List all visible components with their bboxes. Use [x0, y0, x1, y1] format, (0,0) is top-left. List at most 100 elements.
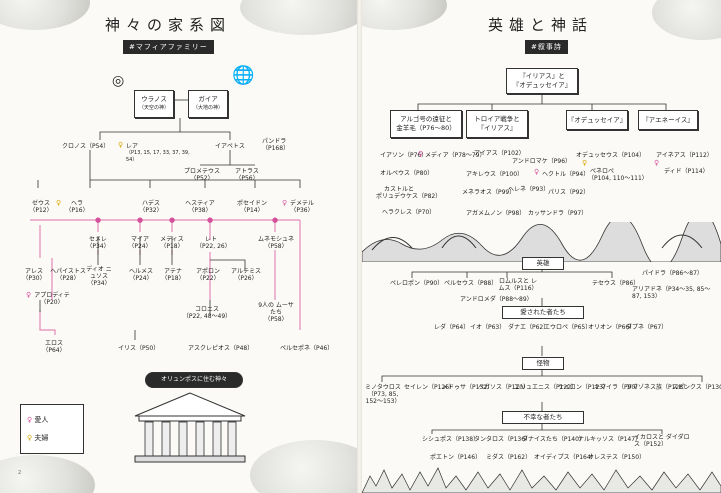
loved-item: エウロペ（P65） [544, 324, 592, 331]
troy-item: ヘレネ（P93） [508, 186, 550, 193]
gaia-box: ガイア （大地の神） [188, 90, 228, 118]
argo-item: ヘラクレス（P70） [382, 209, 436, 216]
semele-name: セメレ [89, 236, 107, 243]
coronis-page: （P22, 48〜49） [182, 313, 232, 320]
hashtag-label: #叙事詩 [525, 40, 568, 54]
section-loved: 愛された者たち [502, 306, 584, 319]
epic-top-line2: 『オデュッセイア』 [512, 81, 572, 89]
hephaestus-page: （P28） [56, 275, 80, 282]
dionysus-page: （P34） [87, 280, 111, 287]
argo-item: イアソン（P76） [380, 152, 428, 159]
pandora-name: パンドラ [262, 138, 287, 145]
loved-item: ダナエ（P62） [508, 324, 550, 331]
hermes-name: ヘルメス [128, 268, 153, 275]
odyssey-item: オデュッセウス（P104） [576, 152, 646, 159]
muses-page: （P58） [264, 316, 288, 323]
hephaestus-label: ヘパイストス（P28） [48, 268, 88, 282]
eros-name: エロス [44, 340, 63, 347]
apollo-page: （P22） [196, 275, 220, 282]
aphrodite-label: アプロディテ（P20） [32, 292, 72, 306]
atlas-label: アトラス（P56） [232, 168, 262, 182]
troy-item: アンドロマケ（P96） [512, 158, 572, 165]
hera-name: ヘラ [70, 200, 83, 207]
dionysus-name: ディオ ニュソス [86, 266, 112, 280]
hero-item: アリアドネ（P34〜35, 85〜87, 153） [632, 286, 711, 300]
group-aeneid: 『アエネーイス』 [638, 110, 698, 130]
married-icon: ♀ [534, 168, 540, 176]
lover-icon: ♀ [27, 416, 33, 424]
unhappy-item: イカロスと ダイダロス（P152） [634, 434, 690, 448]
group-argo-line2: 金羊毛（P76〜80） [396, 124, 456, 132]
troy-item: アイアス（P102） [474, 150, 525, 157]
group-odyssey-line1: 『オデュッセイア』 [567, 115, 627, 124]
aphrodite-name: アプロディテ [34, 292, 70, 299]
semele-page: （P34） [86, 243, 110, 250]
leto-label: レト（P22, 26） [196, 236, 231, 250]
monster-item: キマイラ（P90） [594, 384, 642, 391]
apollo-name: アポロン [195, 268, 220, 275]
iris-label: イリス（P50） [118, 345, 160, 352]
zeus-label: ゼウス（P12） [28, 200, 54, 214]
lover-icon: ● [207, 216, 214, 224]
section-unhappy: 不幸な者たち [502, 411, 584, 424]
ares-name: アレス [24, 268, 43, 275]
married-icon: ♀ [56, 199, 62, 207]
unhappy-item: ミダス（P162） [486, 454, 532, 461]
loved-item: オリオン（P66） [588, 324, 636, 331]
unhappy-item: ダナイスたち（P140） [522, 436, 585, 443]
hades-page: （P32） [139, 207, 163, 214]
troy-item: アガメムノン（P98） [466, 210, 526, 217]
lover-icon: ♀ [654, 159, 660, 167]
group-aeneid-line1: 『アエネーイス』 [642, 115, 694, 124]
ares-label: アレス（P30） [20, 268, 48, 282]
legend-married-label: 夫婦 [34, 434, 49, 442]
right-page: 英雄と神話 #叙事詩 『イリアス』と 『オデュッセイア』 アルゴ号の遠征と 金羊… [362, 0, 721, 493]
apollo-label: アポロン（P22） [192, 268, 224, 282]
group-troy-line2: 『イリアス』 [477, 124, 517, 132]
poseidon-page: （P14） [240, 207, 264, 214]
mnemosyne-page: （P58） [264, 243, 288, 250]
married-icon: ♀ [118, 141, 124, 149]
artemis-label: アルテミス（P26） [228, 268, 264, 282]
monster-item: アマゾネス族（P128） [626, 384, 690, 391]
uranus-box: ウラノス （天空の神） [134, 90, 174, 118]
unhappy-item: シシュポス（P138） [422, 436, 480, 443]
hades-name: ハデス [141, 200, 160, 207]
group-troy-line1: トロイア戦争と [474, 115, 520, 123]
aeneid-item: アイネアス（P112） [656, 152, 713, 159]
coronis-name: コロニス [194, 306, 219, 313]
monster-item: ペガソス（P120） [478, 384, 530, 391]
poseidon-name: ポセイドン [236, 200, 267, 207]
rhea-pages: （P13, 15, 17, 33, 37, 39, 54） [126, 150, 190, 163]
atlas-page: （P56） [235, 175, 259, 182]
argo-item: ポリュデウケス（P82） [376, 193, 442, 200]
olympus-banner: オリュンポスに住む神々 [145, 372, 243, 388]
family-tree-lines [30, 99, 301, 340]
troy-item: メネラオス（P99） [462, 189, 516, 196]
maia-label: マイア（P24） [126, 236, 154, 250]
hermes-page: （P24） [129, 275, 153, 282]
persephone-label: ペルセポネ（P46） [280, 345, 334, 352]
metis-page: （P18） [160, 243, 184, 250]
monster-item: スピンクス（P130） [672, 384, 721, 391]
coronis-label: コロニス（P22, 48〜49） [182, 306, 232, 320]
lover-icon: ♀ [282, 199, 288, 207]
tree-lines [381, 94, 703, 434]
hestia-page: （P38） [188, 207, 212, 214]
unhappy-item: オイディプス（P164） [534, 454, 597, 461]
hera-label: ヘラ（P16） [64, 200, 90, 214]
athena-label: アテナ（P18） [160, 268, 186, 282]
loved-item: ダプネ（P67） [626, 324, 668, 331]
lover-icon: ● [272, 216, 279, 224]
legend: ♀ 愛人 ♀ 夫婦 [20, 404, 84, 454]
prometheus-page: （P52） [190, 175, 214, 182]
left-page: 神々の家系図 #マフィアファミリー [0, 0, 357, 493]
leto-name: レト [204, 236, 217, 243]
zeus-name: ゼウス [31, 200, 50, 207]
epic-top-box: 『イリアス』と 『オデュッセイア』 [506, 68, 578, 94]
group-odyssey: 『オデュッセイア』 [566, 110, 628, 130]
temple-icon [134, 392, 246, 463]
unhappy-item: ナルキッソス（P147） [578, 436, 642, 443]
hero-item: ペレロポン（P90） [390, 280, 444, 287]
aeneid-item: ディド（P114） [664, 168, 709, 175]
